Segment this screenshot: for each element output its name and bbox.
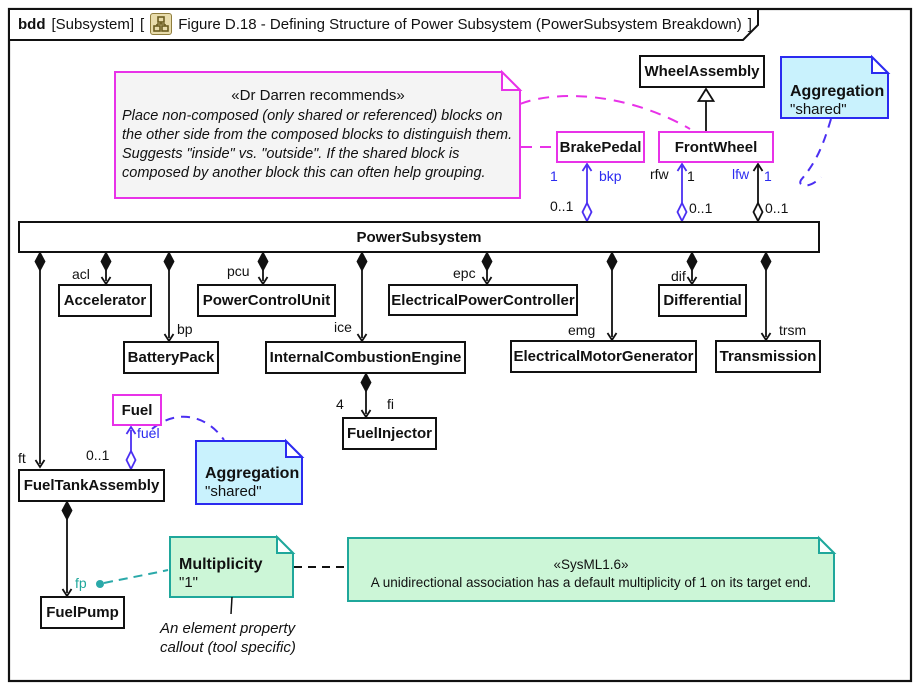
role-label-dif: dif <box>671 268 686 284</box>
note-stereotype: «Dr Darren recommends» <box>231 87 405 104</box>
block-frontwheel[interactable]: FrontWheel <box>658 131 774 163</box>
role-label-fuel: fuel <box>137 425 160 441</box>
block-differential[interactable]: Differential <box>658 284 747 317</box>
block-batterypack[interactable]: BatteryPack <box>123 341 219 374</box>
shared-edges <box>125 162 764 472</box>
note-title: Aggregation <box>790 83 885 100</box>
bracket-close: ] <box>747 15 752 33</box>
composition-fp <box>61 500 73 598</box>
block-wheelassembly[interactable]: WheelAssembly <box>639 55 765 88</box>
multiplicity-bkp-tgt: 1 <box>550 168 558 184</box>
note-body: Place non-composed (only shared or refer… <box>122 108 513 181</box>
role-label-emg: emg <box>568 322 596 338</box>
note-multiplicity[interactable]: Multiplicity "1" <box>179 555 263 592</box>
role-label-lfw: lfw <box>732 166 750 182</box>
note-sysml-shape <box>347 535 837 602</box>
role-label-fi: fi <box>387 396 394 412</box>
block-fuelpump[interactable]: FuelPump <box>40 596 125 629</box>
multiplicity-rfw-src: 0..1 <box>689 200 713 216</box>
note-value: "1" <box>179 574 198 591</box>
role-label-pcu: pcu <box>227 263 250 279</box>
block-fuel[interactable]: Fuel <box>112 394 162 426</box>
note-value: "shared" <box>205 483 262 500</box>
role-label-bkp: bkp <box>599 168 622 184</box>
multiplicity-fuel-src: 0..1 <box>86 447 110 463</box>
anchor-multiplicity-fp <box>96 569 169 588</box>
multiplicity-bkp-src: 0..1 <box>550 198 574 214</box>
multiplicity-lfw-tgt: 1 <box>764 168 772 184</box>
role-label-acl: acl <box>72 266 90 282</box>
shared-rfw <box>676 162 688 224</box>
note-stereotype: «SysML1.6» <box>553 557 629 572</box>
note-dr-darren[interactable]: «Dr Darren recommends» Place non-compose… <box>122 87 514 183</box>
note-value: "shared" <box>790 101 847 118</box>
composition-trsm <box>760 251 772 342</box>
shared-fuel <box>125 425 137 472</box>
diagram-context: [Subsystem] <box>51 15 135 33</box>
block-powercontrolunit[interactable]: PowerControlUnit <box>197 284 336 317</box>
composition-dif <box>686 251 698 286</box>
composition-fi <box>360 372 372 419</box>
note-sysml[interactable]: «SysML1.6» A unidirectional association … <box>352 556 830 592</box>
composition-ice <box>356 251 368 343</box>
multiplicity-rfw-tgt: 1 <box>687 168 695 184</box>
diagram-icon <box>150 13 173 35</box>
shared-bkp <box>581 162 593 224</box>
multiplicity-lfw-src: 0..1 <box>765 200 789 216</box>
role-label-rfw: rfw <box>650 166 669 182</box>
note-title: Aggregation <box>205 465 300 482</box>
anchor-aggregation-top <box>799 118 832 187</box>
note-multiplicity-shape <box>169 534 296 598</box>
role-label-bp: bp <box>177 321 193 337</box>
role-label-fp: fp <box>75 575 87 591</box>
composition-acl <box>100 251 112 286</box>
composition-pcu <box>257 251 269 286</box>
note-dr-darren-shape <box>114 69 523 199</box>
anchor-multiplicity-caption <box>230 596 233 615</box>
diagram-title: Figure D.18 - Defining Structure of Powe… <box>178 15 742 33</box>
multiplicity-fi: 4 <box>336 396 344 412</box>
diagram-header: bdd [Subsystem] [ Figure D.18 - Defining… <box>18 13 752 35</box>
block-electricalmotorgenerator[interactable]: ElectricalMotorGenerator <box>510 340 697 373</box>
anchor-aggregation-fuel <box>151 415 225 441</box>
composition-emg <box>606 251 618 342</box>
block-fuelinjector[interactable]: FuelInjector <box>342 417 437 450</box>
role-label-ice: ice <box>334 319 352 335</box>
block-fueltankassembly[interactable]: FuelTankAssembly <box>18 469 165 502</box>
shared-lfw <box>752 162 764 224</box>
block-powersubsystem[interactable]: PowerSubsystem <box>18 221 820 253</box>
block-accelerator[interactable]: Accelerator <box>58 284 152 317</box>
block-electricalpowercontroller[interactable]: ElectricalPowerController <box>388 284 578 316</box>
callout-caption: An element property callout (tool specif… <box>160 620 296 656</box>
note-aggregation-fuel-shape <box>195 438 305 505</box>
role-label-epc: epc <box>453 265 476 281</box>
block-internalcombustionengine[interactable]: InternalCombustionEngine <box>265 341 466 374</box>
bracket-open: [ <box>140 15 145 33</box>
composition-ft <box>34 251 46 469</box>
note-aggregation-top[interactable]: Aggregation "shared" <box>790 82 884 119</box>
anchor-drdarren-frontwheel <box>519 94 691 130</box>
composition-bp <box>163 251 175 343</box>
block-brakepedal[interactable]: BrakePedal <box>556 131 645 163</box>
diagram-kind: bdd <box>18 15 46 33</box>
note-aggregation-fuel[interactable]: Aggregation "shared" <box>205 464 299 501</box>
note-aggregation-top-shape <box>780 54 891 119</box>
composition-epc <box>481 251 493 286</box>
diagram-header-tab-shape <box>8 8 759 41</box>
generalization-frontwheel <box>696 87 716 131</box>
block-transmission[interactable]: Transmission <box>715 340 821 373</box>
note-title: Multiplicity <box>179 556 263 573</box>
role-label-trsm: trsm <box>779 322 807 338</box>
note-body: A unidirectional association has a defau… <box>370 575 812 590</box>
role-label-ft: ft <box>18 450 26 466</box>
